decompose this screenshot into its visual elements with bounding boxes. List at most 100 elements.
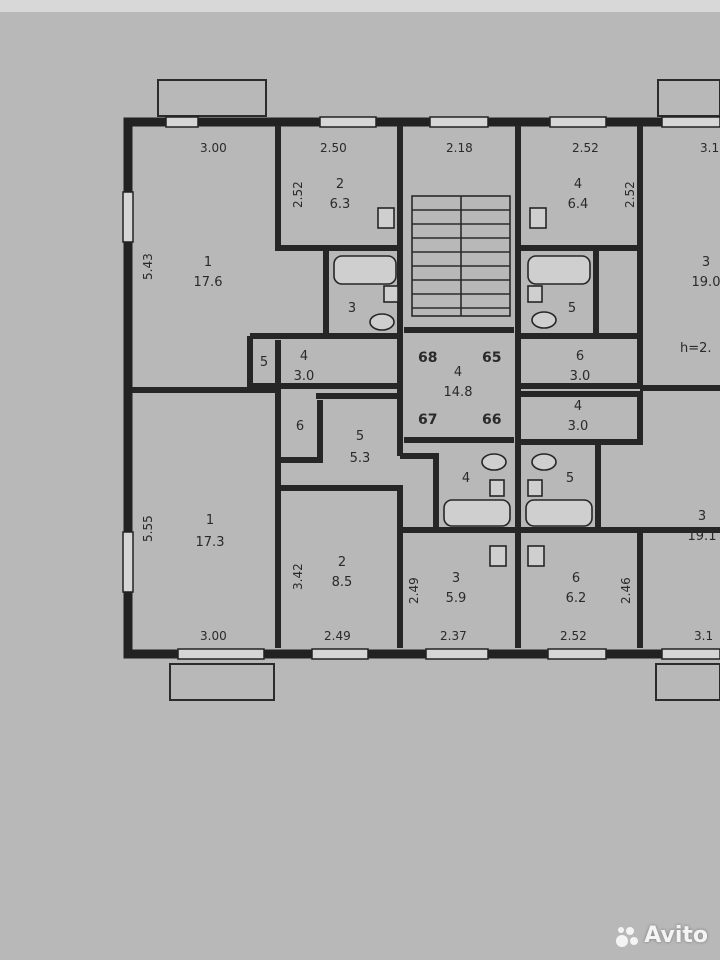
dim-room2-side: 2.52 bbox=[291, 181, 305, 208]
room-area: 5.3 bbox=[350, 451, 371, 466]
room-area: 6.2 bbox=[566, 591, 587, 606]
apartment-number: 66 bbox=[482, 412, 501, 428]
room-number: 3 bbox=[702, 255, 710, 270]
bathtub bbox=[443, 499, 511, 527]
dim-bottom-2: 2.49 bbox=[324, 629, 351, 643]
dim-room3-lower-side: 2.49 bbox=[407, 577, 421, 604]
apartment-numbers: 68 65 67 66 bbox=[418, 350, 501, 428]
room-number: 5 bbox=[568, 301, 576, 316]
sink bbox=[527, 285, 543, 303]
sink bbox=[527, 479, 543, 497]
sink bbox=[383, 285, 399, 303]
window bbox=[425, 648, 489, 660]
room-number: 3 bbox=[348, 301, 356, 316]
room-area: 19.0 bbox=[692, 275, 720, 290]
windows bbox=[122, 116, 720, 660]
room-area: 3.0 bbox=[294, 369, 315, 384]
room-number: 5 bbox=[566, 471, 574, 486]
room-number: 3 bbox=[452, 571, 460, 586]
room-area: 17.3 bbox=[196, 535, 225, 550]
toilet bbox=[481, 453, 507, 471]
window bbox=[177, 648, 265, 660]
room-number: 6 bbox=[296, 419, 304, 434]
room-number: 1 bbox=[204, 255, 212, 270]
room-number: 1 bbox=[206, 513, 214, 528]
room-number: 4 bbox=[300, 349, 308, 364]
dim-bottom-3: 2.37 bbox=[440, 629, 467, 643]
window bbox=[661, 116, 720, 128]
window bbox=[122, 191, 134, 243]
dim-room6-lower-side: 2.46 bbox=[619, 577, 633, 604]
dim-top-4: 2.52 bbox=[572, 141, 599, 155]
stove bbox=[377, 207, 395, 229]
toilet bbox=[531, 453, 557, 471]
sink bbox=[489, 479, 505, 497]
window bbox=[122, 531, 134, 593]
room-area: 8.5 bbox=[332, 575, 353, 590]
room-labels: 1 17.6 2 6.3 3 4 3.0 5 4 14.8 4 6.4 5 6 … bbox=[194, 177, 720, 606]
outer-walls bbox=[123, 117, 720, 659]
room-area: 3.0 bbox=[570, 369, 591, 384]
balconies bbox=[157, 79, 720, 701]
room-number: 4 bbox=[574, 177, 582, 192]
dim-top-2: 2.50 bbox=[320, 141, 347, 155]
stove bbox=[529, 207, 547, 229]
dim-left-lower: 5.55 bbox=[141, 515, 155, 542]
balcony-top-right bbox=[657, 79, 720, 117]
window bbox=[429, 116, 489, 128]
avito-watermark: Avito bbox=[616, 923, 708, 948]
toilet bbox=[369, 313, 395, 331]
room-area: 6.4 bbox=[568, 197, 589, 212]
dim-bottom-1: 3.00 bbox=[200, 629, 227, 643]
room-number: 4 bbox=[454, 365, 462, 380]
dim-bottom-5: 3.1 bbox=[694, 629, 713, 643]
balcony-bottom-right bbox=[655, 663, 720, 701]
room-area: 6.3 bbox=[330, 197, 351, 212]
window bbox=[661, 648, 720, 660]
fixtures bbox=[333, 207, 593, 567]
dim-room4-side: 2.52 bbox=[623, 181, 637, 208]
room-number: 6 bbox=[576, 349, 584, 364]
room-number: 5 bbox=[260, 355, 268, 370]
room-number: 3 bbox=[698, 509, 706, 524]
room-number: 2 bbox=[336, 177, 344, 192]
room-area: 17.6 bbox=[194, 275, 223, 290]
dim-room2-lower-side: 3.42 bbox=[291, 563, 305, 590]
room-number: 2 bbox=[338, 555, 346, 570]
apartment-number: 68 bbox=[418, 350, 437, 366]
staircase bbox=[411, 195, 511, 317]
room-number: 5 bbox=[356, 429, 364, 444]
stove bbox=[489, 545, 507, 567]
bathtub bbox=[525, 499, 593, 527]
room-number: 4 bbox=[574, 399, 582, 414]
ceiling-height-note: h=2. bbox=[680, 341, 712, 356]
bathtub bbox=[527, 255, 591, 285]
interior-walls bbox=[132, 126, 720, 648]
dim-top-5: 3.1 bbox=[700, 141, 719, 155]
avito-logo-icon bbox=[616, 925, 639, 947]
dim-top-1: 3.00 bbox=[200, 141, 227, 155]
apartment-number: 67 bbox=[418, 412, 437, 428]
room-area: 5.9 bbox=[446, 591, 467, 606]
room-area: 14.8 bbox=[444, 385, 473, 400]
dim-left-upper: 5.43 bbox=[141, 253, 155, 280]
stove bbox=[527, 545, 545, 567]
balcony-bottom-left bbox=[169, 663, 275, 701]
apartment-number: 65 bbox=[482, 350, 501, 366]
window bbox=[547, 648, 607, 660]
dim-top-3: 2.18 bbox=[446, 141, 473, 155]
room-number: 4 bbox=[462, 471, 470, 486]
toilet bbox=[531, 311, 557, 329]
window bbox=[319, 116, 377, 128]
room-number: 6 bbox=[572, 571, 580, 586]
window bbox=[311, 648, 369, 660]
room-area: 3.0 bbox=[568, 419, 589, 434]
window bbox=[165, 116, 199, 128]
dim-bottom-4: 2.52 bbox=[560, 629, 587, 643]
dimensions: 3.00 2.50 2.18 2.52 3.1 3.00 2.49 2.37 2… bbox=[141, 141, 719, 643]
watermark-text: Avito bbox=[644, 923, 708, 948]
balcony-top-left bbox=[157, 79, 267, 117]
window bbox=[549, 116, 607, 128]
room-area: 19.1 bbox=[688, 529, 717, 544]
